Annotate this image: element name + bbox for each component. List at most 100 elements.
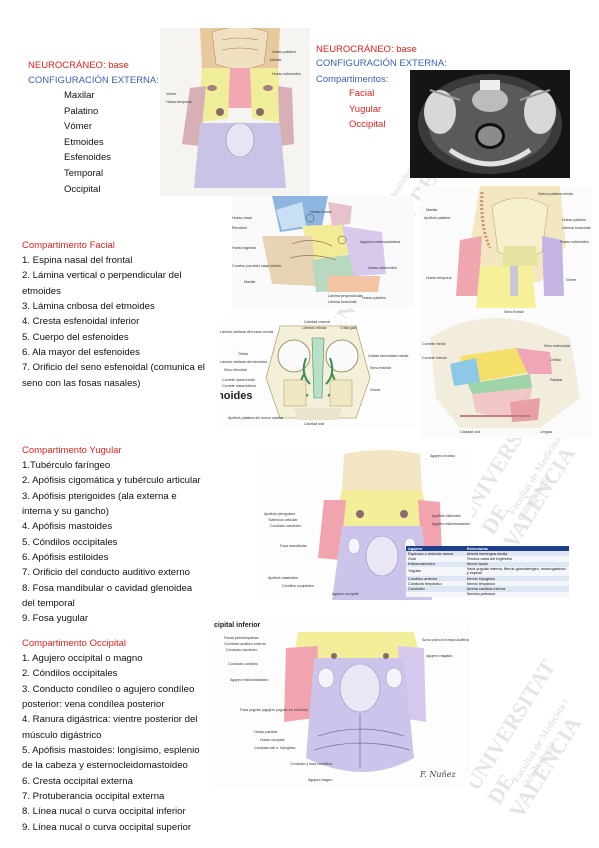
label: Seno esfenoidal [544,344,570,348]
compartments-label: Compartimentos: [316,74,389,85]
list-item: 6. Cresta occipital externa [22,775,133,787]
label: Agujeros esfenopalatinos [360,240,401,244]
list-item: 7. Orificio del seno esfenoidal (comunic… [22,362,205,374]
block2-title: NEUROCRÁNEO: base [316,44,417,55]
label: Conducto condíleo [228,662,258,666]
list-item: 5. Apófisis mastoides: longísimo, esplen… [22,745,200,757]
label: Surco para la trompa auditiva [422,638,469,642]
table-cell: Nervio timpánico [464,581,569,587]
list-item: Facial [349,88,375,99]
label: Lámina cribosa [302,326,327,330]
nasal-wall-illustration: Hueso frontal Hueso nasal Etmoides Hueso… [232,196,414,308]
label: Apófisis palatina [424,216,451,220]
label: Hueso parietal [254,730,278,734]
list-item: Etmoides [64,136,104,148]
table-cell: Nervios petrosos [464,591,569,597]
list-item: posterior: vena condílea posterior [22,699,165,711]
watermark: UNIVERSITAT DE VALÈNCIA [459,655,586,823]
table-cell: Arteria carótida interna [464,586,569,592]
label: Sutura palatina media [538,192,573,196]
list-item: músculo digástrico [22,729,102,741]
table-cell: Arteria meníngea media [464,551,569,557]
list-item: seno con las fosas nasales) [22,377,141,389]
label: Hueso esfenoides [560,240,589,244]
list-item: 6. Ala mayor del esfenoides [22,347,140,359]
list-item: 7. Protuberancia occipital externa [22,791,165,803]
bone-list: Maxilar Palatino Vómer Etmoides Esfenoid… [64,88,111,197]
list-item: 8. Fosa mandibular o cavidad glenoidea [22,582,193,594]
label: Conducto carotídeo [226,648,258,652]
label: Maxilar [270,58,282,62]
label: Fosa mandibular [280,544,307,548]
label: Hueso frontal [310,210,332,214]
table-cell: Estilomastoideo [406,561,465,567]
table-row: Yugular Vena yugular interna, Nervio glo… [406,566,569,576]
list-item: Esfenoides [64,152,112,164]
label: Fisura petrotimpánica [224,636,259,640]
signature: F. Nuñez [420,770,456,779]
list-item: etmoides [22,285,61,297]
yugular-list: 1.Tubérculo faríngeo 2. Apófisis cigomát… [22,458,201,627]
list-item: 3. Apófisis pterigoides (ala externa e [22,490,177,502]
label: Hueso lagrimal [232,246,256,250]
label: Hueso palatino [272,50,296,54]
list-item: 3. Lámina cribosa del etmoides [22,301,155,313]
figure-caption: moides [220,390,253,402]
label: Paladar [550,378,563,382]
figure-title: cipital inferior [214,622,261,629]
label: Cornete nasal inferior [222,384,257,388]
label: Agujero estilomastoideo [432,522,471,526]
label: Apófisis estiloides [432,514,461,518]
list-item: 6. Apófisis estiloides [22,552,109,564]
list-item: 9. Línea nucal o curva occipital superio… [22,821,192,833]
table-row: Condíleo anterior Nervio hipogloso [406,575,569,582]
sagittal-skull-illustration: Seno frontal Cornete medio Cornete infer… [420,308,592,438]
skull-base-illustration: Hueso palatino Maxilar Hueso temporal Vó… [160,28,310,196]
label: Agujero magno [308,778,333,782]
table-cell: Vena yugular interna, Nervio glosofaríng… [464,566,569,576]
occipital-list: 1. Agujero occipital o magno 2. Cóndilos… [22,651,200,835]
table-row: Oval Tercera rama del trigémino [406,556,569,562]
list-item: 2. Cóndilos occipitales [22,668,118,680]
label: Hueso occipital [260,738,285,742]
label: Cavidad craneal [304,320,330,324]
label: Hueso esfenoides [368,266,397,270]
table-cell: Nervio hipogloso [464,575,569,582]
table-header: Estructuras [464,546,569,552]
palate-illustration: Sutura palatina media Maxilar Apófisis p… [420,186,592,308]
list-item: 5. Cuerpo del esfenoides [22,331,129,343]
occipital-inferior-illustration: cipital inferior Fisura petrotimpánica C… [214,618,470,788]
yugular-title: Compartimento Yugular [22,445,122,456]
label: Crista galli [340,326,357,330]
list-item: 3. Conducto condíleo o agujero condíleo [22,683,195,695]
table-row: Conducto timpánico Nervio timpánico [406,581,569,587]
label: Hueso esfenoides [272,72,301,76]
label: Hueso nasal [232,216,252,220]
facial-list: 1. Espina nasal del frontal 2. Lámina ve… [22,253,205,391]
list-item: Temporal [64,167,104,179]
table-cell: Condíleo anterior [406,575,465,582]
label: Seno maxilar [370,366,391,370]
label: Agujero estilomastoideo [230,678,269,682]
occipital-title: Compartimento Occipital [22,638,127,649]
label: Conducto y fosa condíleos [290,762,333,766]
label: Agujero occipital [332,592,359,596]
label: Hueso temporal [426,276,452,280]
table-row: Espinoso o redondo menor Arteria menínge… [406,551,569,557]
list-item: de la cabeza y esternocleidomastoideo [22,760,188,772]
label: Concha (cornete) nasal inferior [232,264,282,268]
skull-base-inferior-illustration: Agujero incisivo Apófisis pterigoides Tu… [262,450,472,600]
label: Vómer [566,278,577,282]
label: Conducto del n. hipogloso [254,746,296,750]
label: Orificio [550,358,562,362]
list-item: Maxilar [64,90,95,101]
list-item: 1.Tubérculo faríngeo [22,460,111,471]
label: Fosa yugular (agujero yugular en el fond… [240,708,308,712]
label: Cornete nasal medio [222,378,256,382]
list-item: 4. Ranura digástrica: vientre posterior … [22,714,198,726]
label: Cornete medio [422,342,446,346]
label: Lengua [540,430,552,434]
list-item: Occipital [64,183,101,195]
table-cell: Nervio facial [464,561,569,567]
compartment-list: Facial Yugular Occipital [349,86,385,133]
